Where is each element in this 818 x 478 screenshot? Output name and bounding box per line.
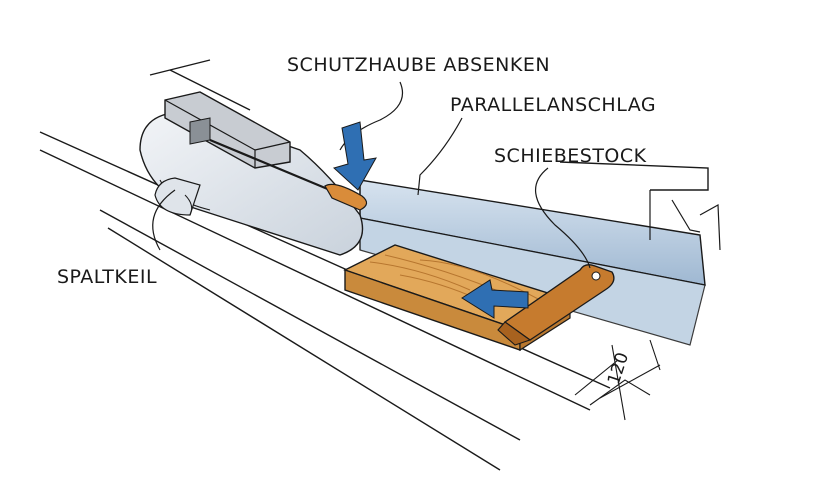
- push-stick: [497, 264, 615, 346]
- label-push-stick: SCHIEBESTOCK: [494, 145, 647, 167]
- push-direction-arrow: [461, 279, 529, 319]
- parallel-fence: [359, 161, 721, 346]
- dimension-line: [574, 339, 661, 421]
- hood-bar: [164, 91, 368, 211]
- fence-leader: [417, 117, 463, 196]
- lower-hood-arrow: [333, 121, 377, 191]
- label-parallel-fence: PARALLELANSCHLAG: [450, 94, 657, 116]
- riving-knife-leader: [152, 189, 176, 251]
- label-riving-knife: SPALTKEIL: [57, 266, 158, 288]
- label-lower-hood: SCHUTZHAUBE ABSENKEN: [287, 54, 551, 76]
- push-stick-leader: [534, 167, 591, 269]
